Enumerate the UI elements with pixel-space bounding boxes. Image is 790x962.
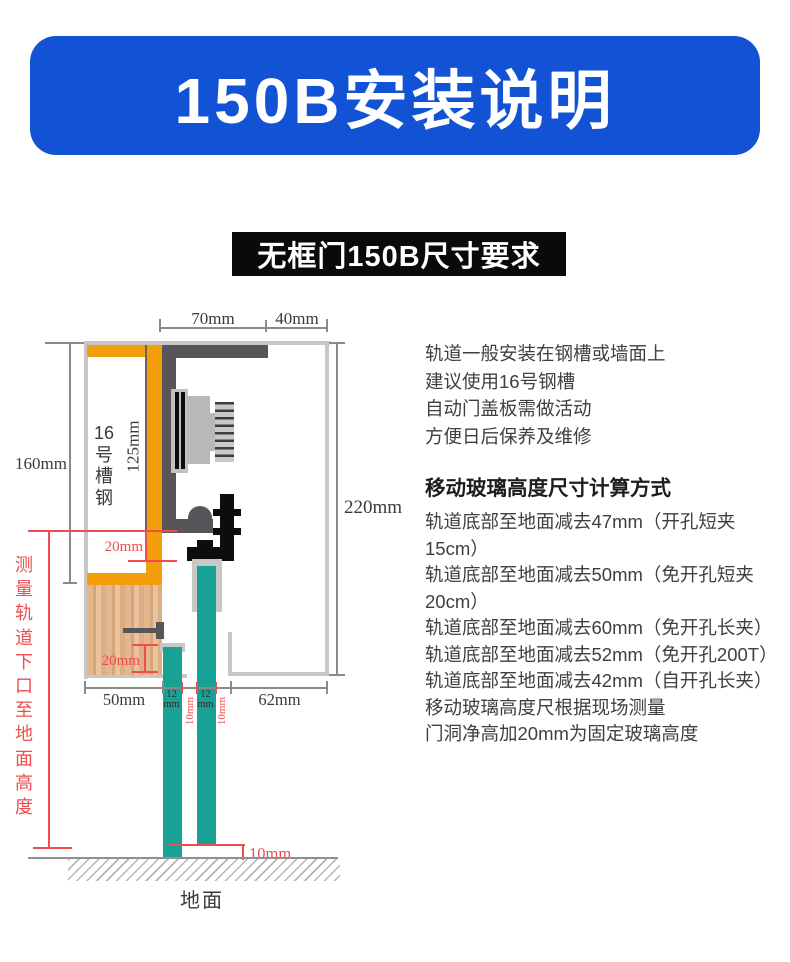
- red-line-track-bottom: [28, 530, 177, 532]
- notes-calc: 移动玻璃高度尺寸计算方式 轨道底部至地面减去47mm（开孔短夹15cm） 轨道底…: [425, 477, 778, 748]
- channel-label: 16号槽钢: [93, 423, 115, 508]
- dim-line-bottom: [85, 687, 328, 689]
- measure-note-label: 测量轨道下口至地面高度: [15, 555, 33, 818]
- red-measure-tick: [33, 847, 72, 849]
- steel-channel-top: [87, 345, 162, 357]
- red-floor-line: [168, 844, 245, 846]
- note-line: 自动门盖板需做活动: [425, 398, 592, 419]
- anchor-bolt-head: [156, 622, 164, 639]
- dim-tick: [159, 319, 161, 332]
- wall-outline-inner: [228, 632, 232, 676]
- red-line-gap: [128, 560, 177, 562]
- dim-tick: [162, 681, 164, 694]
- motor-body: [187, 396, 210, 464]
- dim-label-gap2-10mm: 10mm: [216, 696, 228, 726]
- dim-link-line: [45, 342, 84, 344]
- dim-label-20mm-track: 20mm: [104, 539, 143, 555]
- track-roller: [188, 506, 212, 520]
- anchor-bolt-shaft: [123, 628, 158, 633]
- bracket-screw-right-1: [234, 509, 241, 516]
- track-foot: [162, 519, 213, 533]
- dim-label-62mm: 62mm: [258, 690, 301, 709]
- fixed-glass-panel: [163, 647, 182, 858]
- calc-title: 移动玻璃高度尺寸计算方式: [425, 477, 671, 500]
- dim-tick: [265, 320, 267, 332]
- motor-mount-plate: [171, 389, 188, 473]
- red-tick: [215, 682, 217, 694]
- section-title-banner: 无框门150B尺寸要求: [232, 232, 566, 276]
- section-title: 无框门150B尺寸要求: [257, 241, 541, 273]
- red-line-overlap: [144, 644, 146, 673]
- calc-line: 轨道底部至地面减去60mm（免开孔长夹）: [425, 617, 773, 638]
- dim-label-40mm: 40mm: [275, 309, 319, 328]
- red-tick: [181, 682, 183, 694]
- motor-plate-bar2: [181, 392, 185, 469]
- bracket-vertical: [220, 494, 234, 561]
- dim-tick: [326, 681, 328, 694]
- dim-label-gap1-10mm: 10mm: [184, 696, 196, 726]
- notes-intro: 轨道一般安装在钢槽或墙面上 建议使用16号钢槽 自动门盖板需做活动 方便日后保养…: [425, 340, 765, 450]
- ground-hatching: [68, 859, 340, 881]
- note-line: 方便日后保养及维修: [425, 425, 592, 447]
- dim-tick: [84, 681, 86, 694]
- bracket-screw-left-1: [213, 509, 220, 516]
- bracket-base: [187, 547, 234, 561]
- moving-glass-panel: [197, 566, 216, 845]
- note-line: 轨道一般安装在钢槽或墙面上: [425, 343, 666, 364]
- calc-line: 轨道底部至地面减去52mm（免开孔200T）: [425, 643, 778, 665]
- dim-tick: [329, 674, 345, 676]
- wall-outline-right: [325, 341, 329, 676]
- red-tick: [196, 682, 198, 694]
- bracket-base-tab: [197, 540, 213, 547]
- calc-line: 轨道底部至地面减去47mm（开孔短夹15cm）: [425, 511, 736, 559]
- calc-line: 轨道底部至地面减去50mm（免开孔短夹20cm）: [425, 564, 754, 612]
- red-measure-line: [48, 530, 50, 849]
- wall-outline-top: [84, 341, 330, 345]
- bracket-screw-right-2: [234, 528, 241, 535]
- steel-channel-vertical: [146, 345, 162, 585]
- bracket-screw-left-2: [213, 528, 220, 535]
- dim-line-160: [69, 344, 71, 584]
- dim-label-glass2-12mm: 12 mm: [196, 689, 215, 710]
- dim-label-125mm: 125mm: [123, 420, 143, 473]
- glass2-unit: mm: [197, 699, 214, 710]
- dim-label-glass1-12mm: 12 mm: [162, 689, 181, 710]
- dim-label-20mm-overlap: 20mm: [101, 653, 140, 669]
- dim-label-70mm: 70mm: [191, 309, 235, 328]
- red-floor-tick: [242, 844, 244, 860]
- track-top: [162, 345, 268, 358]
- red-connector: [145, 530, 147, 561]
- header-banner: 150B安装说明: [30, 36, 760, 155]
- dim-tick: [63, 582, 77, 584]
- red-tick: [132, 671, 158, 673]
- dim-line-125: [145, 345, 147, 531]
- motor-fins: [215, 402, 234, 462]
- calc-line: 移动玻璃高度尺根据现场测量: [425, 696, 666, 718]
- glass1-num: 12: [166, 689, 177, 700]
- calc-line: 门洞净高加20mm为固定玻璃高度: [425, 723, 699, 744]
- dim-tick: [329, 342, 345, 344]
- ground-label: 地面: [180, 890, 224, 912]
- steel-channel-bottom: [87, 573, 162, 585]
- note-line: 建议使用16号钢槽: [425, 370, 576, 392]
- dim-label-50mm: 50mm: [102, 690, 146, 709]
- dim-tick: [326, 319, 328, 332]
- dim-tick: [230, 681, 232, 694]
- wall-outline-bottom-left: [84, 674, 187, 678]
- dim-label-220mm: 220mm: [344, 497, 403, 518]
- red-tick: [132, 644, 158, 646]
- motor-plate-bar: [175, 392, 179, 469]
- dim-label-160mm: 160mm: [15, 454, 67, 473]
- glass2-num: 12: [200, 689, 211, 700]
- glass1-unit: mm: [163, 699, 180, 710]
- wall-outline-left: [84, 341, 88, 679]
- page-title: 150B安装说明: [174, 64, 616, 137]
- calc-line: 轨道底部至地面减去42mm（自开孔长夹）: [425, 670, 773, 691]
- motor-connector: [210, 413, 215, 451]
- wall-outline-bottom-right: [231, 672, 329, 676]
- dim-line-220: [336, 343, 338, 676]
- dim-line-top: [160, 327, 328, 329]
- ground-line: [28, 857, 338, 859]
